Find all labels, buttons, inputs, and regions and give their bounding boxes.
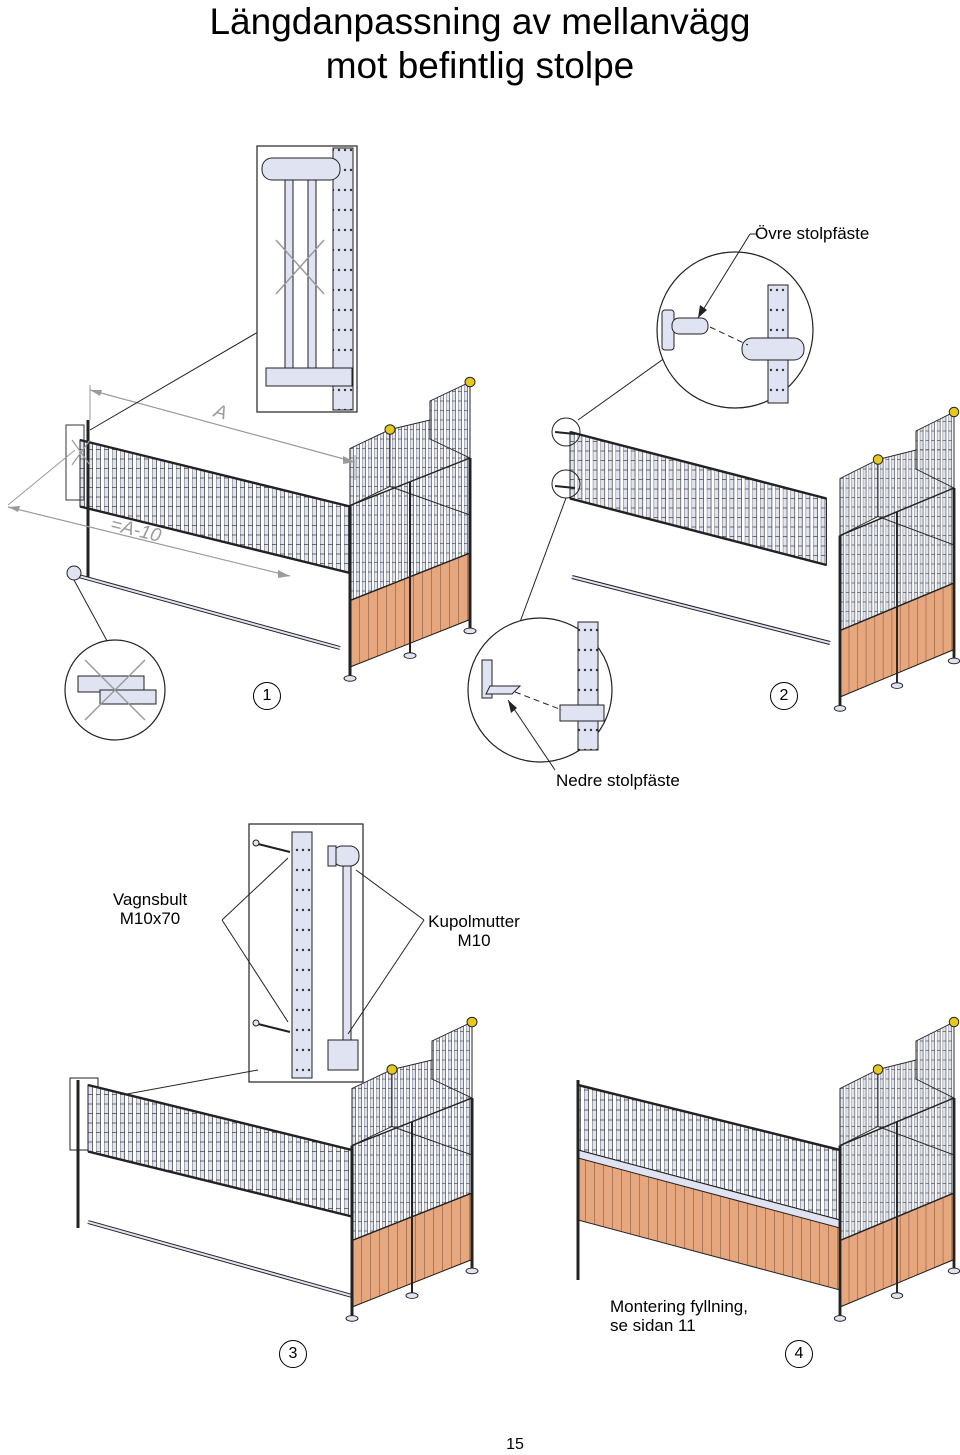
label-carriage-bolt: Vagnsbult M10x70 [104, 890, 196, 928]
detail-bottom-rail-removed [64, 639, 166, 741]
label-upper-bracket: Övre stolpfäste [755, 224, 870, 243]
step-number-2: 2 [770, 682, 798, 710]
title-line-2: mot befintlig stolpe [325, 45, 635, 86]
detail-upper-post-bracket [656, 233, 814, 409]
detail-bolt-mounting [248, 823, 364, 1083]
step-2-illustration [519, 339, 960, 713]
detail-lower-post-bracket [467, 617, 613, 771]
dome-nut-name: Kupolmutter [428, 912, 520, 931]
step-number-3: 3 [279, 1340, 307, 1368]
detail-top-rail-removed [256, 145, 358, 413]
infill-mounting-line-2: se sidan 11 [610, 1316, 696, 1335]
step-1-illustration [7, 331, 478, 683]
label-infill-mounting: Montering fyllning, se sidan 11 [610, 1297, 748, 1335]
step-4-illustration [576, 1015, 960, 1323]
dome-nut-size: M10 [457, 931, 491, 950]
label-lower-bracket: Nedre stolpfäste [556, 771, 680, 790]
carriage-bolt-name: Vagnsbult [112, 890, 188, 909]
carriage-bolt-size: M10x70 [119, 909, 181, 928]
title-line-1: Längdanpassning av mellanvägg [209, 1, 751, 42]
label-dome-nut: Kupolmutter M10 [422, 912, 526, 950]
page-title: Längdanpassning av mellanvägg mot befint… [0, 0, 960, 88]
step-number-4: 4 [785, 1340, 813, 1368]
step-3-illustration [69, 1015, 480, 1323]
page-number: 15 [506, 1436, 524, 1453]
step-number-1: 1 [253, 682, 281, 710]
infill-mounting-line-1: Montering fyllning, [610, 1297, 748, 1316]
